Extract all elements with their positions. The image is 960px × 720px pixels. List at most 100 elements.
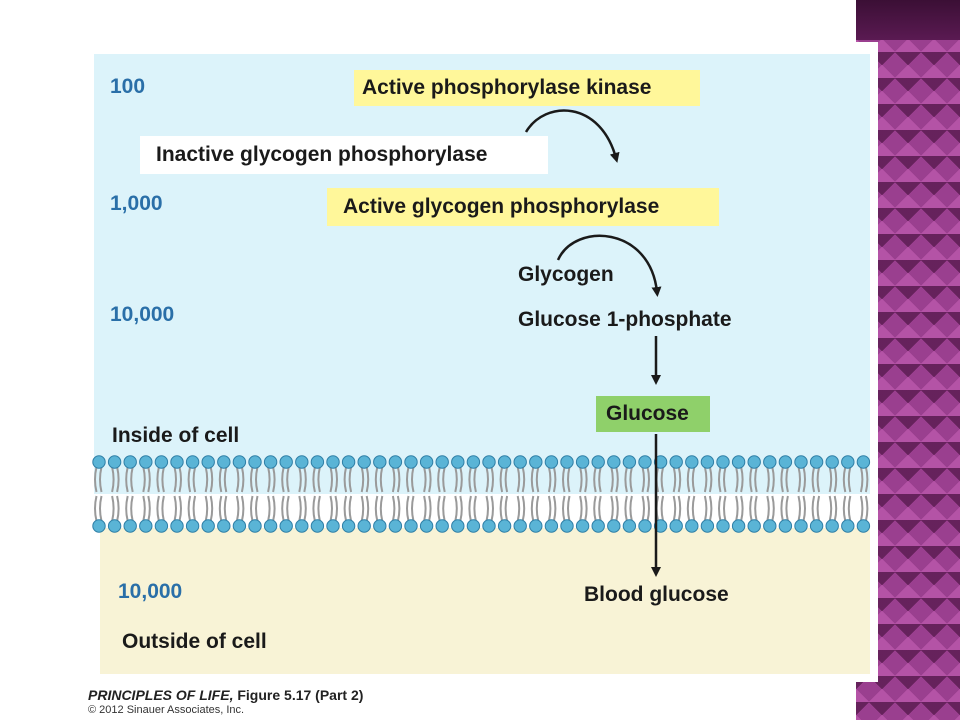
glucose-1-phosphate-label: Glucose 1-phosphate (518, 308, 732, 331)
lipid-head (529, 519, 543, 533)
lipid-tail (396, 466, 401, 493)
lipid-tail (629, 495, 633, 522)
lipid-tail (485, 495, 489, 522)
lipid-head (295, 519, 309, 533)
lipid-tail (272, 466, 276, 493)
lipid-head (232, 519, 247, 533)
lipid-tail (111, 466, 115, 493)
lipid-head (685, 519, 699, 533)
inside-of-cell-label: Inside of cell (112, 424, 240, 447)
lipid-head (763, 519, 777, 533)
lipid-head (778, 519, 793, 533)
lipid-tail (547, 495, 552, 522)
lipid-head (107, 455, 122, 469)
lipid-head (856, 519, 871, 533)
lipid-head (653, 519, 668, 533)
lipid-tail (771, 495, 775, 522)
lipid-tail (579, 495, 583, 522)
lipid-tail (780, 495, 784, 522)
lipid-tail (516, 466, 521, 493)
lipid-head (217, 455, 231, 469)
lipid-head (170, 519, 184, 533)
lipid-tail (629, 466, 633, 493)
lipid-head (92, 519, 106, 533)
blood-glucose-label: Blood glucose (584, 583, 729, 606)
lipid-tail (766, 495, 770, 522)
lipid-tail (240, 495, 245, 522)
lipid-tail (379, 466, 384, 493)
lipid-head (560, 519, 574, 533)
lipid-tail (610, 466, 614, 493)
figure-copyright: © 2012 Sinauer Associates, Inc. (88, 704, 245, 716)
decorative-side-band-top (856, 0, 960, 40)
lipid-tail (833, 466, 838, 493)
lipid-head (622, 455, 637, 469)
lipid-tail (552, 466, 557, 493)
lipid-tail (833, 495, 838, 522)
lipid-head (466, 455, 481, 469)
active-glycogen-phosphorylase-box: Active glycogen phosphorylase (327, 188, 719, 226)
lipid-tail (437, 466, 441, 493)
lipid-head (529, 455, 543, 469)
lipid-tail (552, 495, 557, 522)
lipid-head (326, 519, 340, 533)
lipid-tail (641, 495, 645, 522)
lipid-tail (156, 495, 160, 522)
lipid-head (279, 455, 293, 469)
lipid-head (373, 455, 387, 469)
lipid-head (794, 455, 808, 469)
lipid-tail (379, 495, 384, 522)
lipid-head (685, 455, 699, 469)
lipid-tail (624, 495, 628, 522)
lipid-tail (530, 466, 535, 493)
lipid-tail (235, 495, 240, 522)
lipid-head (669, 455, 683, 469)
active-phosphorylase-kinase-box: Active phosphorylase kinase (354, 70, 700, 106)
lipid-head (560, 455, 574, 469)
lipid-tail (423, 495, 427, 522)
lipid-tail (125, 466, 129, 493)
lipid-tail (691, 495, 696, 522)
lipid-head (279, 519, 293, 533)
lipid-tail (521, 466, 526, 493)
lipid-tail (365, 466, 370, 493)
lipid-head (201, 455, 215, 469)
lipid-tail (723, 466, 727, 493)
lipid-head (310, 519, 325, 533)
lipid-tail (816, 466, 821, 493)
lipid-head (419, 455, 434, 469)
lipid-tail (147, 495, 151, 522)
lipid-tail (343, 495, 348, 522)
glucose-box: Glucose (596, 396, 710, 432)
lipid-tail (802, 466, 806, 493)
lipid-head (201, 519, 215, 533)
lipid-tail (677, 466, 682, 493)
lipid-tail (723, 495, 727, 522)
book-title: PRINCIPLES OF LIFE, (88, 687, 234, 703)
lipid-tail (240, 466, 245, 493)
lipid-tail (94, 466, 98, 493)
lipid-tail (406, 466, 410, 493)
lipid-tail (567, 495, 571, 522)
lipid-head (716, 455, 730, 469)
lipid-tail (842, 495, 847, 522)
lipid-head (123, 519, 137, 533)
lipid-head (295, 455, 309, 469)
lipid-tail (485, 466, 489, 493)
lipid-tail (579, 466, 583, 493)
lipid-tail (360, 495, 365, 522)
count-100: 100 (110, 75, 146, 98)
lipid-head (809, 519, 824, 533)
lipid-tail (343, 466, 348, 493)
lipid-tail (516, 495, 521, 522)
lipid-tail (209, 495, 214, 522)
lipid-tail (255, 495, 259, 522)
lipid-head (154, 455, 169, 469)
lipid-tail (842, 466, 847, 493)
lipid-tail (428, 466, 432, 493)
lipid-tail (317, 466, 321, 493)
lipid-tail (847, 495, 852, 522)
lipid-tail (281, 495, 285, 522)
lipid-tail (348, 495, 353, 522)
lipid-tail (411, 495, 415, 522)
